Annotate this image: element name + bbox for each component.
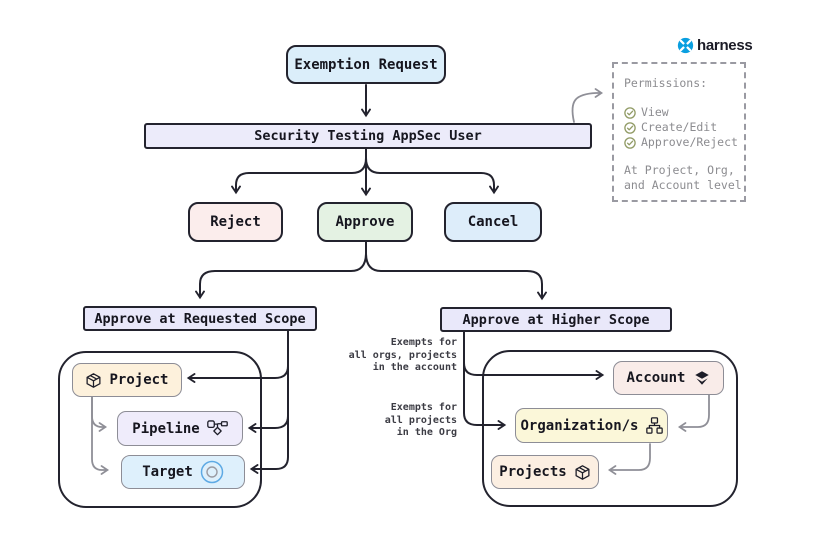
annotation-line: in the Org <box>396 427 457 438</box>
brand-logo: harness <box>677 37 753 54</box>
black-connectors <box>186 84 605 474</box>
permission-item: View <box>624 105 744 120</box>
permission-label: Create/Edit <box>641 120 718 134</box>
node-organization: Organization/s <box>515 408 668 443</box>
target-icon <box>200 460 224 484</box>
node-appsec-user: Security Testing AppSec User <box>144 123 592 149</box>
check-circle-icon <box>624 136 636 149</box>
node-pipeline: Pipeline <box>117 411 243 446</box>
harness-icon <box>677 37 694 54</box>
node-label: Cancel <box>467 214 519 230</box>
annotation-line: Exempts for <box>390 402 457 413</box>
annotation-line: Exempts for <box>390 337 457 348</box>
arrow-account-to-organization <box>677 394 710 432</box>
node-approve-requested-scope: Approve at Requested Scope <box>83 306 317 331</box>
arrow-approve-to-higher <box>365 241 547 301</box>
cube-icon <box>574 464 591 481</box>
layers-icon <box>693 369 711 387</box>
check-circle-icon <box>624 121 636 134</box>
node-approve: Approve <box>317 202 413 242</box>
arrow-requested-to-pipeline <box>247 415 289 433</box>
permissions-title: Permissions: <box>624 76 708 90</box>
node-label: Account <box>626 370 686 386</box>
node-label: Projects <box>499 464 567 480</box>
node-reject: Reject <box>188 202 283 242</box>
arrow-approve-to-requested <box>195 241 367 300</box>
arrow-higher-to-organization <box>463 331 507 430</box>
node-cancel: Cancel <box>444 202 542 242</box>
node-label: Target <box>142 464 193 480</box>
permissions-footer-line: and Account level <box>624 178 742 192</box>
node-approve-higher-scope: Approve at Higher Scope <box>440 307 672 332</box>
annotation-line: all orgs, projects <box>348 349 457 361</box>
arrow-appsec-to-cancel <box>365 157 499 195</box>
permissions-footer: At Project, Org, and Account level <box>624 163 744 193</box>
arrow-project-to-target <box>91 396 110 475</box>
node-label: Approve at Requested Scope <box>94 310 306 327</box>
arrow-organization-to-projects <box>607 443 651 475</box>
node-label: Exemption Request <box>294 56 438 73</box>
check-circle-icon <box>624 106 636 119</box>
node-label: Pipeline <box>132 420 200 437</box>
higher-scope-container <box>482 350 738 507</box>
pipeline-icon <box>206 419 228 438</box>
node-account: Account <box>613 361 724 395</box>
node-projects: Projects <box>491 455 599 489</box>
permission-item: Create/Edit <box>624 120 744 135</box>
permissions-footer-line: At Project, Org, <box>624 163 735 177</box>
arrow-higher-to-account <box>463 362 605 380</box>
annotation-org-scope: Exempts for all projects in the Org <box>335 402 457 440</box>
permission-label: Approve/Reject <box>641 135 738 149</box>
arrow-requested-to-target <box>249 330 289 474</box>
node-exemption-request: Exemption Request <box>286 45 446 84</box>
node-label: Approve at Higher Scope <box>462 311 650 328</box>
arrow-requested-to-project <box>186 365 289 383</box>
org-chart-icon <box>645 417 663 434</box>
permission-label: View <box>641 105 669 119</box>
node-label: Organization/s <box>520 417 639 434</box>
permissions-panel: Permissions: View Create/Edit Approve/Re… <box>612 62 746 202</box>
node-label: Approve <box>335 214 395 230</box>
brand-name: harness <box>697 37 753 54</box>
cube-icon <box>85 372 102 389</box>
arrow-appsec-to-reject <box>231 157 367 195</box>
node-project: Project <box>72 363 182 397</box>
gray-connectors <box>91 88 710 475</box>
node-label: Project <box>109 372 169 388</box>
arrow-appsec-to-permissions <box>571 88 604 123</box>
annotation-line: in the account <box>372 362 457 373</box>
node-target: Target <box>121 455 245 489</box>
node-label: Security Testing AppSec User <box>254 128 482 144</box>
node-label: Reject <box>210 214 261 230</box>
annotation-line: all projects <box>384 414 457 426</box>
permission-item: Approve/Reject <box>624 135 744 150</box>
annotation-account-scope: Exempts for all orgs, projects in the ac… <box>335 337 457 375</box>
requested-scope-container <box>58 351 262 508</box>
